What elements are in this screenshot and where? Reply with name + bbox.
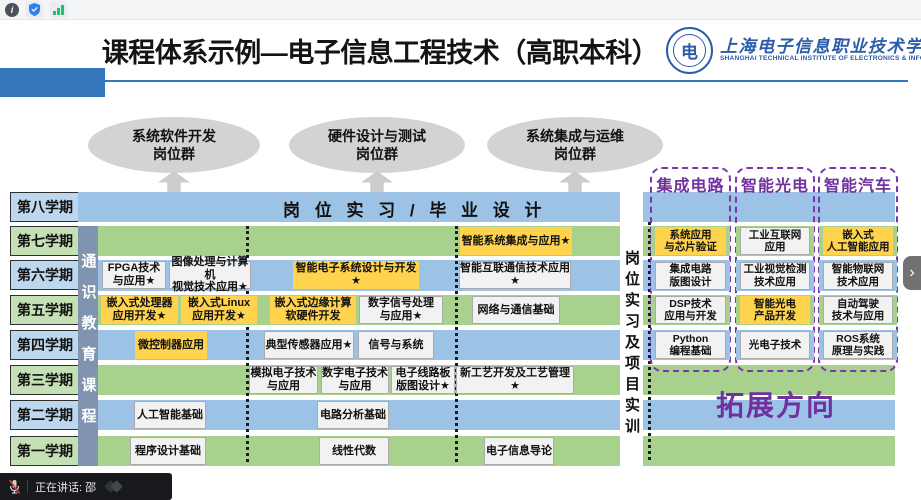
semester-7-label: 第七学期 [10,226,80,256]
course-cell: 嵌入式Linux 应用开发★ [181,296,257,324]
ext-cell-wrap: 智能物联网 技术应用 [819,260,897,291]
scroll-right-chevron-icon[interactable]: › [903,256,921,290]
column-separator [648,222,651,460]
ext-cell-wrap: 集成电路 版图设计 [651,260,730,291]
ext-course-cell: 工业视觉检测 技术应用 [740,261,810,290]
course-cell: 智能电子系统设计与开发★ [293,261,419,289]
course-cell: 电路分析基础 [317,401,389,429]
semester-8-label: 第八学期 [10,192,80,222]
ext-cell-wrap: 光电子技术 [736,330,814,360]
course-cell: 嵌入式处理器 应用开发★ [101,296,178,324]
ext-course-cell: 嵌入式 人工智能应用 [823,227,893,255]
ext-course-cell: 智能光电 产品开发 [740,296,810,324]
semester-2-label: 第二学期 [10,400,80,430]
course-cell: 图像处理与计算机 视觉技术应用★ [169,256,251,293]
ext-cell-wrap: DSP技术 应用与开发 [651,295,730,325]
ext-course-cell: 光电子技术 [740,331,810,359]
course-cell: 典型传感器应用★ [264,331,354,359]
ext-cell-wrap: ROS系统 原理与实践 [819,330,897,360]
course-cell: 数字电子技术 与应用 [321,366,389,394]
ext-cell-wrap: 嵌入式 人工智能应用 [819,226,897,256]
semester-4-label: 第四学期 [10,330,80,360]
ext-course-cell: 系统应用 与芯片验证 [655,227,726,255]
ext-course-cell: 智能物联网 技术应用 [823,261,893,290]
meeting-watermark-icon [104,480,123,493]
practice-label: 岗位实习及项目实训 [623,249,640,439]
job-group-integration: 系统集成与运维 岗位群 [487,117,663,173]
signal-bars-icon [53,5,64,18]
semester-3-label: 第三学期 [10,365,80,395]
course-cell: 电子线路板 版图设计★ [391,366,455,394]
semester-6-label: 第六学期 [10,260,80,290]
title-underline-block [0,68,105,97]
up-arrow-icon [158,171,190,193]
ext-cell-wrap: 自动驾驶 技术与应用 [819,295,897,325]
course-cell: 线性代数 [319,437,389,465]
column-separator [246,226,249,462]
row8-band-right [643,192,895,222]
semester-1-label: 第一学期 [10,436,80,466]
school-name-en: SHANGHAI TECHNICAL INSTITUTE OF ELECTRON… [720,55,921,62]
ext-cell-wrap: 系统应用 与芯片验证 [651,226,730,256]
school-name-cn: 上海电子信息职业技术学院 [720,37,921,56]
job-group-hardware: 硬件设计与测试 岗位群 [289,117,465,173]
up-arrow-icon [361,171,393,193]
course-cell: 智能系统集成与应用★ [460,227,572,255]
speaking-status-text: 正在讲话: 邵 [35,481,97,494]
job-group-software: 系统软件开发 岗位群 [88,117,260,173]
course-cell: 人工智能基础 [134,401,206,429]
course-cell: FPGA技术 与应用★ [102,261,166,289]
course-cell: 信号与系统 [358,331,434,359]
course-cell: 模拟电子技术 与应用 [249,366,318,394]
course-cell: 电子信息导论 [484,437,554,465]
school-seal-icon: 电 [666,27,713,74]
course-cell: 网络与通信基础 [472,296,560,324]
network-quality-icon[interactable] [50,1,67,18]
ext-cell-wrap: 工业互联网 应用 [736,226,814,256]
ext-course-cell: 自动驾驶 技术与应用 [823,296,893,324]
extension-direction-label: 拓展方向 [716,390,837,421]
row8-band-left [78,192,620,222]
row2-band-right [643,400,895,430]
course-cell: 新工艺开发及工艺管理★ [456,366,574,394]
status-divider [27,480,28,493]
row1-band-right [643,436,895,466]
speaking-status-bar: 正在讲话: 邵 [0,473,172,500]
column-separator [455,226,458,462]
ext-course-cell: ROS系统 原理与实践 [823,331,893,359]
general-education-bar: 通识教育课程 [78,226,98,466]
practice-column: 岗位实习及项目实训 [619,226,644,462]
extension-title-optoelectronics: 智能光电 [740,178,809,195]
ext-cell-wrap: 智能光电 产品开发 [736,295,814,325]
general-education-label: 通识教育课程 [79,253,97,439]
course-cell: 嵌入式边缘计算 软硬件开发 [270,296,356,324]
ext-course-cell: 集成电路 版图设计 [655,261,726,290]
course-cell: 数字信号处理 与应用★ [359,296,443,324]
semester-5-label: 第五学期 [10,295,80,325]
course-cell: 程序设计基础 [130,437,206,465]
extension-title-ic: 集成电路 [656,178,725,195]
encryption-shield-icon[interactable] [26,1,43,18]
muted-mic-icon [8,479,21,495]
ext-cell-wrap: Python 编程基础 [651,330,730,360]
ext-course-cell: Python 编程基础 [655,331,726,359]
meeting-info-icon[interactable]: i [5,2,19,17]
course-cell: 微控制器应用 [135,331,207,359]
up-arrow-icon [559,171,591,193]
shield-icon [29,3,40,16]
extension-title-smart-car: 智能汽车 [823,178,892,195]
ext-course-cell: 工业互联网 应用 [740,227,810,255]
ext-course-cell: DSP技术 应用与开发 [655,296,726,324]
slide-title: 课程体系示例—电子信息工程技术（高职本科） [101,38,659,68]
meeting-topbar: i [0,0,921,20]
title-underline [105,80,908,82]
course-cell: 智能互联通信技术应用★ [459,261,571,289]
ext-cell-wrap: 工业视觉检测 技术应用 [736,260,814,291]
capstone-label: 岗 位 实 习 / 毕 业 设 计 [283,201,547,220]
